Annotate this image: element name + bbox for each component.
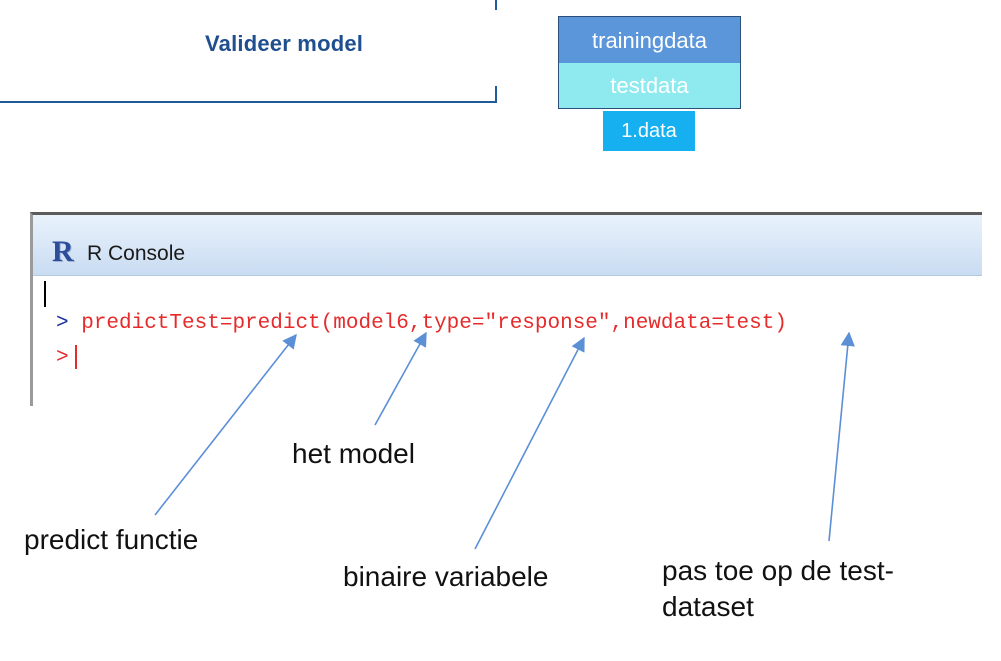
label-binaire-variabele: binaire variabele — [343, 561, 549, 592]
label-pas-toe-line2: dataset — [662, 591, 754, 622]
text-cursor — [74, 345, 77, 369]
testdata-box: testdata — [558, 63, 741, 109]
console-titlebar: R R Console — [33, 215, 982, 276]
label-pas-toe-line1: pas toe op de test- — [662, 555, 894, 586]
console-prompt: > — [56, 312, 69, 335]
console-command-line: > predictTest=predict(model6,type="respo… — [56, 312, 787, 335]
arrow-newdata — [828, 331, 855, 542]
arrow-model — [374, 331, 427, 426]
label-predict-functie: predict functie — [24, 524, 199, 555]
r-logo-icon: R — [52, 235, 74, 268]
arrow-type — [474, 336, 585, 550]
header-underline — [0, 101, 497, 103]
page-title: Valideer model — [205, 31, 364, 56]
console-command: predictTest=predict(model6,type="respons… — [81, 312, 787, 335]
console-title: R Console — [87, 242, 186, 265]
arrow-predict — [154, 333, 297, 516]
console-input-prompt: > — [56, 346, 69, 370]
console-scroll-caret — [44, 281, 46, 307]
header-bracket-top — [495, 0, 497, 10]
source-data-box: 1.data — [603, 111, 695, 151]
r-console-window: R R Console > predictTest=predict(model6… — [30, 212, 982, 406]
console-input-line[interactable]: > — [56, 345, 77, 370]
label-het-model: het model — [292, 438, 415, 469]
label-pas-toe: pas toe op de test- dataset — [662, 553, 894, 625]
console-body[interactable]: > predictTest=predict(model6,type="respo… — [33, 276, 982, 406]
trainingdata-box: trainingdata — [558, 16, 741, 65]
header-bracket-bottom — [495, 86, 497, 103]
